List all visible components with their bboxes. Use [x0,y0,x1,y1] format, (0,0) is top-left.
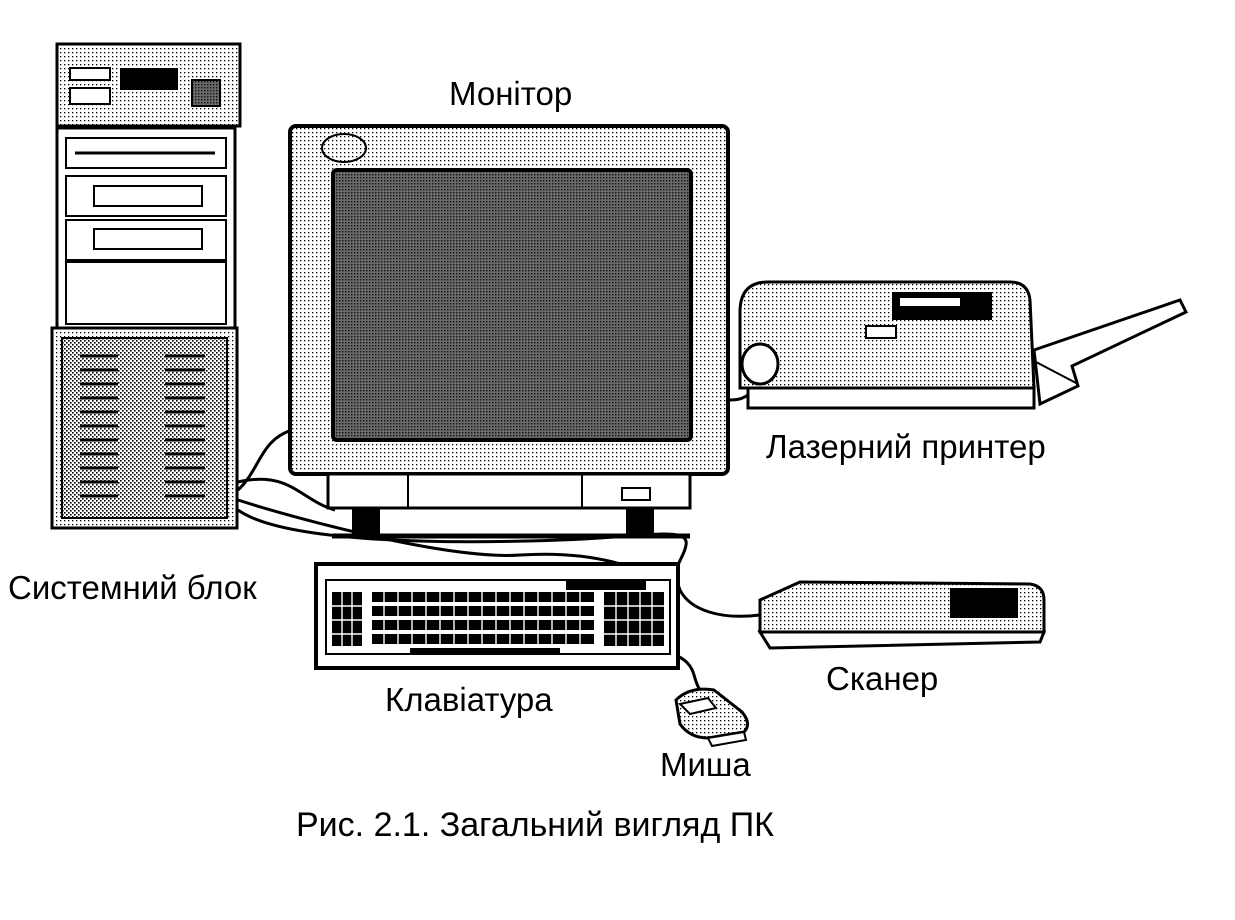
figure-caption: Рис. 2.1. Загальний вигляд ПК [296,806,774,844]
scanner [757,580,1047,650]
mouse-label: Миша [660,746,751,783]
mouse [674,687,749,748]
laser-printer [738,280,1189,410]
monitor-label: Монітор [449,75,573,112]
monitor [288,124,730,539]
scanner-label: Сканер [826,660,939,697]
laser-printer-label: Лазерний принтер [766,428,1046,465]
keyboard [314,562,680,670]
system-unit-label: Системний блок [8,569,257,606]
system-unit [50,42,242,530]
keyboard-label: Клавіатура [385,681,553,718]
